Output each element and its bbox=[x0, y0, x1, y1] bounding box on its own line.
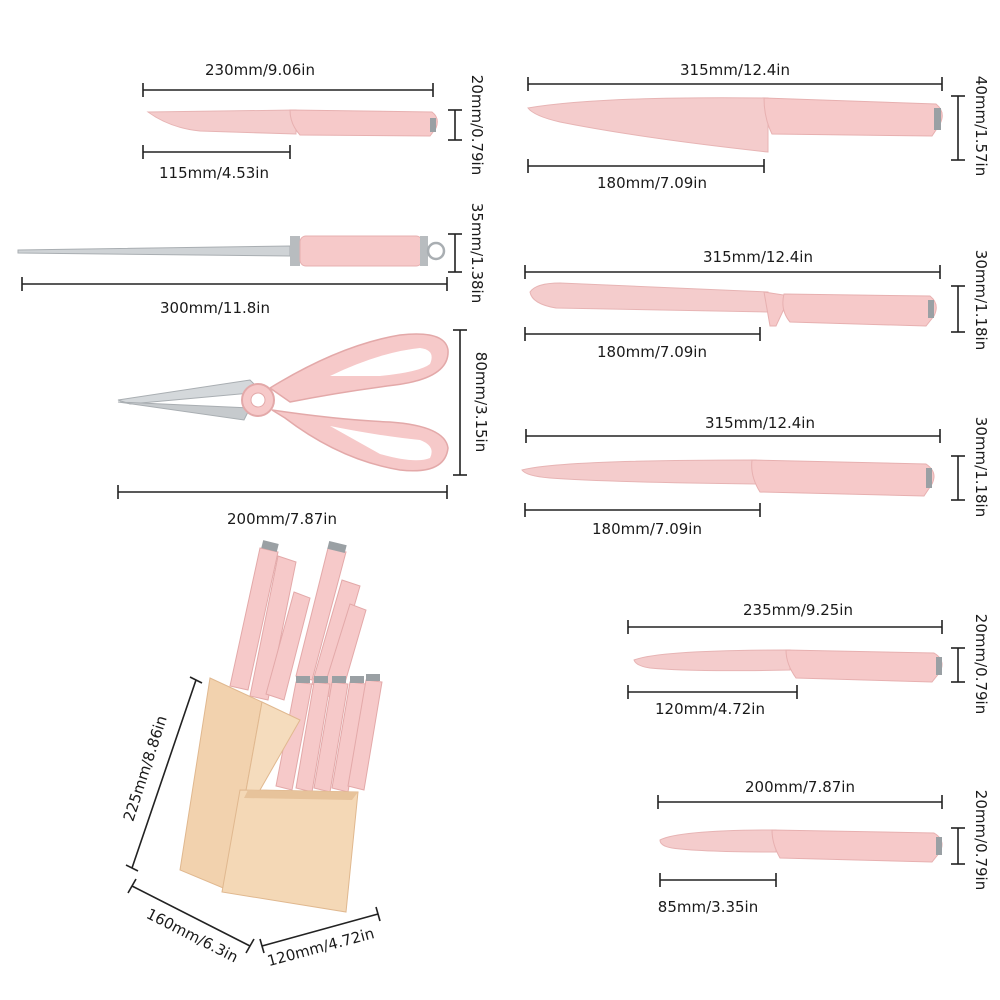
paring-knife-end-cap bbox=[936, 837, 942, 855]
slicer-knife-end-cap bbox=[926, 468, 932, 488]
dim-slicer-width: 30mm/1.18in bbox=[951, 417, 990, 517]
chef-knife-blade bbox=[527, 97, 769, 153]
scissors-blade-lower bbox=[117, 401, 251, 421]
label-utility-length: 235mm/9.25in bbox=[743, 601, 853, 619]
label-paring-length: 200mm/7.87in bbox=[745, 778, 855, 796]
dim-sharpener-length: 300mm/11.8in bbox=[21, 277, 448, 317]
chef-knife bbox=[527, 97, 943, 153]
scissors-blade-upper bbox=[117, 379, 264, 405]
slicer-knife bbox=[521, 459, 935, 497]
knife-230mm bbox=[146, 109, 438, 137]
dim-block-width: 120mm/4.72in bbox=[259, 906, 381, 970]
label-paring-blade: 85mm/3.35in bbox=[658, 898, 758, 916]
label-block-height: 225mm/8.86in bbox=[120, 713, 171, 823]
sharpener-rod bbox=[17, 245, 291, 257]
label-scissors-length: 200mm/7.87in bbox=[227, 510, 337, 528]
dim-chef-blade: 180mm/7.09in bbox=[527, 159, 765, 192]
knife-block bbox=[179, 540, 383, 913]
utility-knife-blade bbox=[633, 649, 791, 672]
label-chef-width: 40mm/1.57in bbox=[972, 76, 990, 176]
label-230-blade: 115mm/4.53in bbox=[159, 164, 269, 182]
slicer-knife-handle bbox=[751, 459, 935, 497]
dim-utility-width: 20mm/0.79in bbox=[951, 614, 990, 714]
label-chef-length: 315mm/12.4in bbox=[680, 61, 790, 79]
utility-knife-end-cap bbox=[936, 657, 942, 675]
label-sharpener-width: 35mm/1.38in bbox=[468, 203, 486, 303]
dim-bread-blade: 180mm/7.09in bbox=[524, 327, 761, 361]
label-scissors-width: 80mm/3.15in bbox=[472, 352, 490, 452]
knife-230-handle bbox=[289, 109, 438, 137]
dim-bread-width: 30mm/1.18in bbox=[951, 250, 990, 350]
dim-utility-length: 235mm/9.25in bbox=[627, 601, 943, 634]
dim-paring-length: 200mm/7.87in bbox=[657, 778, 943, 809]
knife-230-end-cap bbox=[430, 118, 436, 132]
slicer-knife-blade bbox=[521, 459, 757, 485]
dim-bread-length: 315mm/12.4in bbox=[524, 248, 941, 279]
dim-slicer-blade: 180mm/7.09in bbox=[524, 503, 761, 538]
chef-knife-handle bbox=[763, 97, 943, 137]
dim-chef-width: 40mm/1.57in bbox=[951, 76, 990, 176]
knife-230-blade bbox=[146, 109, 297, 135]
bread-knife-blade bbox=[529, 282, 769, 313]
block-handle-caps bbox=[261, 540, 380, 683]
scissors-handle-upper-hole bbox=[330, 348, 432, 376]
dim-paring-blade: 85mm/3.35in bbox=[658, 873, 777, 916]
dim-paring-width: 20mm/0.79in bbox=[951, 790, 990, 890]
sharpener bbox=[17, 235, 446, 267]
block-body-top bbox=[244, 790, 358, 800]
label-chef-blade: 180mm/7.09in bbox=[597, 174, 707, 192]
dim-chef-length: 315mm/12.4in bbox=[527, 61, 943, 91]
label-paring-width: 20mm/0.79in bbox=[972, 790, 990, 890]
chef-knife-end-cap bbox=[934, 108, 941, 130]
dim-scissors-length: 200mm/7.87in bbox=[117, 485, 448, 528]
label-bread-length: 315mm/12.4in bbox=[703, 248, 813, 266]
label-bread-width: 30mm/1.18in bbox=[972, 250, 990, 350]
bread-knife-handle bbox=[782, 293, 937, 327]
dim-scissors-width: 80mm/3.15in bbox=[453, 329, 490, 476]
paring-knife bbox=[659, 829, 943, 863]
label-block-depth: 160mm/6.3in bbox=[143, 905, 241, 967]
sharpener-hang-ring bbox=[426, 241, 446, 261]
label-utility-width: 20mm/0.79in bbox=[972, 614, 990, 714]
dim-slicer-length: 315mm/12.4in bbox=[525, 414, 941, 443]
label-bread-blade: 180mm/7.09in bbox=[597, 343, 707, 361]
sharpener-collar bbox=[290, 236, 300, 266]
bread-knife bbox=[529, 282, 937, 327]
utility-knife-handle bbox=[785, 649, 943, 683]
label-230-width: 20mm/0.79in bbox=[468, 75, 486, 175]
label-slicer-width: 30mm/1.18in bbox=[972, 417, 990, 517]
block-body-step bbox=[221, 789, 359, 913]
bread-knife-end-cap bbox=[928, 300, 934, 318]
label-slicer-blade: 180mm/7.09in bbox=[592, 520, 702, 538]
scissors-handle-lower-hole bbox=[330, 426, 432, 461]
dim-230-blade: 115mm/4.53in bbox=[142, 145, 291, 182]
label-sharpener-length: 300mm/11.8in bbox=[160, 299, 270, 317]
scissors bbox=[117, 333, 449, 472]
utility-knife bbox=[633, 649, 943, 683]
dim-230-length: 230mm/9.06in bbox=[142, 61, 434, 97]
dim-sharpener-width: 35mm/1.38in bbox=[448, 203, 486, 303]
sharpener-end-collar bbox=[420, 236, 428, 266]
label-utility-blade: 120mm/4.72in bbox=[655, 700, 765, 718]
label-slicer-length: 315mm/12.4in bbox=[705, 414, 815, 432]
dim-230-width: 20mm/0.79in bbox=[448, 75, 486, 175]
paring-knife-blade bbox=[659, 829, 777, 853]
dim-utility-blade: 120mm/4.72in bbox=[627, 685, 798, 718]
label-230-length: 230mm/9.06in bbox=[205, 61, 315, 79]
scissors-pivot-center bbox=[250, 392, 266, 408]
sharpener-handle bbox=[299, 235, 423, 267]
label-block-width: 120mm/4.72in bbox=[265, 924, 376, 970]
paring-knife-handle bbox=[771, 829, 943, 863]
